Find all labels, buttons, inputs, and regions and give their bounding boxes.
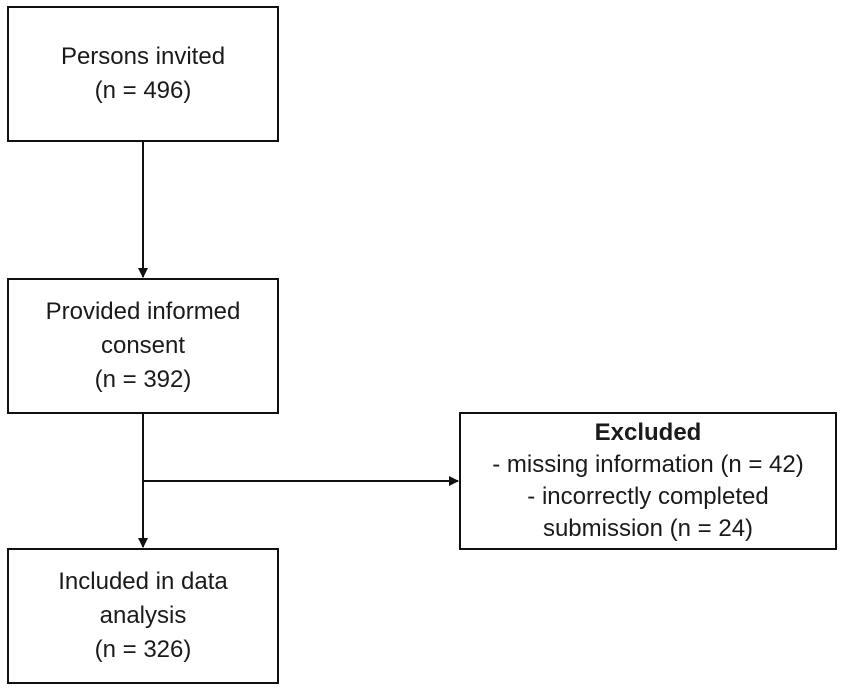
node-excluded-reason-incorrect-2: submission (n = 24): [542, 515, 754, 542]
node-excluded: Excluded - missing information (n = 42) …: [459, 412, 837, 550]
node-included-analysis-label-2: analysis: [99, 602, 187, 629]
node-informed-consent: Provided informed consent (n = 392): [7, 278, 279, 414]
node-persons-invited-label: Persons invited: [60, 43, 226, 70]
node-excluded-reason-incorrect-1: - incorrectly completed: [527, 483, 769, 510]
node-included-analysis: Included in data analysis (n = 326): [7, 548, 279, 684]
node-excluded-reason-missing: - missing information (n = 42): [492, 451, 804, 478]
node-included-analysis-count: (n = 326): [94, 636, 192, 663]
node-informed-consent-label-1: Provided informed: [45, 298, 241, 325]
node-excluded-title: Excluded: [594, 419, 702, 446]
node-informed-consent-count: (n = 392): [94, 366, 192, 393]
node-persons-invited-count: (n = 496): [94, 77, 192, 104]
node-informed-consent-label-2: consent: [100, 332, 186, 359]
node-persons-invited: Persons invited (n = 496): [7, 6, 279, 142]
node-included-analysis-label-1: Included in data: [58, 568, 228, 595]
